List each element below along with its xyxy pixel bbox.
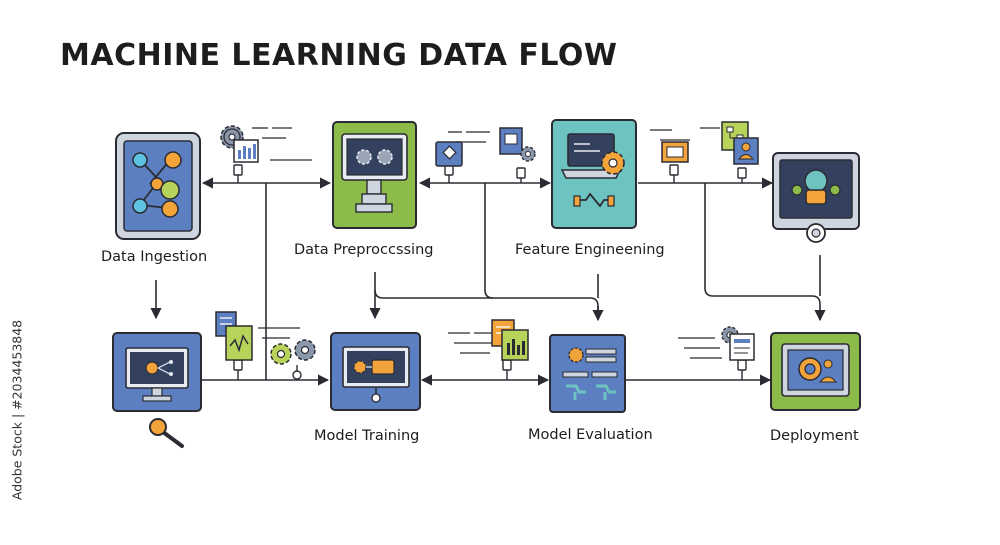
gear-icon	[270, 343, 292, 365]
bar-chart-document-icon	[501, 329, 529, 361]
gear-icon	[294, 339, 316, 361]
data-monitor-icon	[112, 332, 202, 412]
label-data-preprocessing: Data Preproccssing	[294, 242, 434, 258]
deployment-icon	[770, 332, 861, 411]
process-node-icon	[435, 141, 463, 167]
label-model-training: Model Training	[314, 428, 420, 444]
magnifier-icon	[149, 418, 184, 448]
stock-watermark: Adobe Stock | #2034453848	[6, 290, 28, 530]
label-feature-engineering: Feature Engineening	[515, 242, 665, 258]
feature-engineering-icon	[551, 119, 637, 229]
data-preprocessing-icon	[332, 121, 417, 229]
watermark-text: Adobe Stock | #2034453848	[9, 319, 25, 501]
label-data-ingestion: Data Ingestion	[101, 249, 208, 265]
model-evaluation-icon	[549, 334, 626, 413]
chart-document-icon	[233, 139, 259, 163]
data-ingestion-icon	[115, 132, 201, 240]
page-title: MACHINE LEARNING DATA FLOW	[60, 38, 618, 73]
label-model-evaluation: Model Evaluation	[528, 427, 653, 443]
chart-document-icon	[661, 141, 689, 163]
connectors	[150, 177, 826, 386]
model-training-icon	[330, 332, 421, 411]
user-document-icon	[733, 137, 759, 165]
line-chart-document-icon	[225, 325, 253, 361]
label-deployment: Deployment	[770, 428, 859, 444]
gear-icon	[520, 146, 536, 162]
line-stubs	[233, 164, 747, 380]
document-icon	[729, 333, 755, 361]
document-icon	[499, 127, 523, 155]
monitor-robot-icon	[772, 152, 860, 243]
